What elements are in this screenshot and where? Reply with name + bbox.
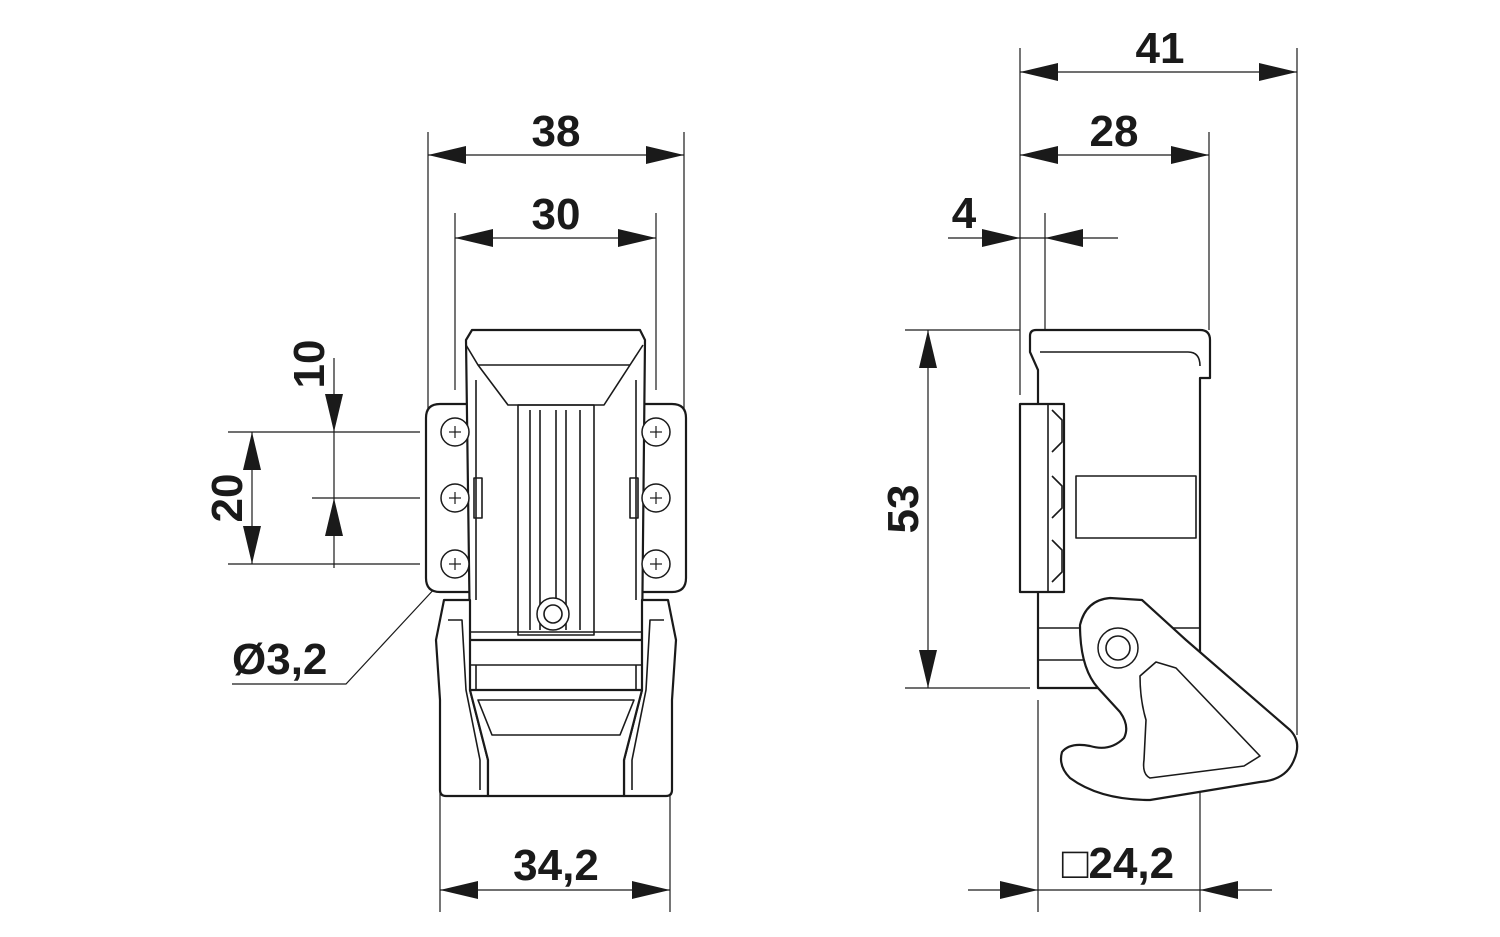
dim-pitch-20: 20	[203, 432, 261, 564]
side-window	[1075, 475, 1197, 539]
lever-pivot-icon	[1097, 627, 1139, 669]
dim-hole-diameter: Ø3,2	[232, 571, 451, 685]
center-ribs	[517, 404, 595, 636]
mounting-holes	[440, 417, 671, 579]
dim-label-4: 4	[952, 189, 977, 238]
dim-label-30: 30	[532, 190, 581, 239]
dim-width-30: 30	[455, 190, 656, 247]
dim-label-10: 10	[285, 340, 334, 389]
side-flange	[1018, 402, 1066, 594]
side-housing	[1018, 328, 1299, 802]
dim-label-24-2: □24,2	[1062, 839, 1174, 888]
dim-pitch-10: 10	[285, 340, 343, 568]
dim-depth-28: 28	[1020, 107, 1209, 164]
dim-offset-4: 4	[948, 189, 1118, 247]
dim-label-28: 28	[1090, 107, 1139, 156]
base-frame	[468, 688, 644, 798]
dim-label-38: 38	[532, 107, 581, 156]
dim-label-34-2: 34,2	[513, 841, 599, 890]
dim-depth-41: 41	[1020, 24, 1297, 81]
dim-square-24-2: □24,2	[968, 839, 1272, 899]
front-view: 38 30 10 20 Ø3,2	[203, 107, 688, 912]
side-extension-lines	[905, 48, 1298, 912]
dim-width-38: 38	[428, 107, 684, 164]
front-housing	[424, 328, 688, 798]
dim-height-53: 53	[879, 330, 937, 688]
dim-label-20: 20	[203, 474, 252, 523]
center-screw-icon	[536, 597, 570, 631]
dim-label-53: 53	[879, 485, 928, 534]
dim-base-34-2: 34,2	[440, 841, 670, 899]
side-view: 41 28 4 53 □24,2	[879, 24, 1299, 912]
dim-label-hole-dia: Ø3,2	[232, 635, 327, 684]
dim-label-41: 41	[1136, 24, 1185, 73]
